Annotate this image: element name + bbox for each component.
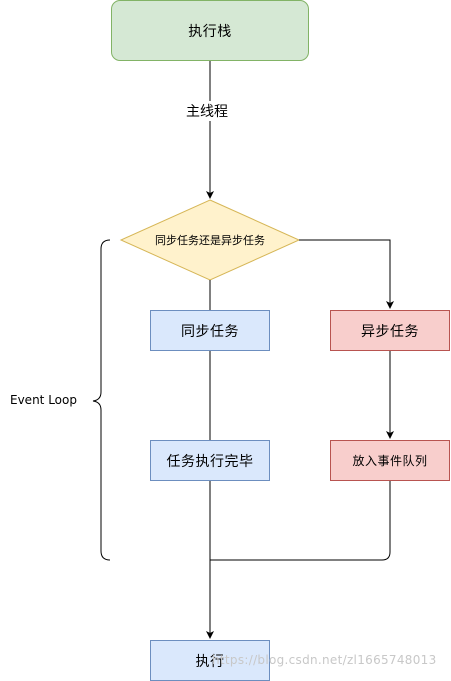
event-loop-label: Event Loop <box>10 393 77 407</box>
decision-label: 同步任务还是异步任务 <box>121 230 299 250</box>
enqueue-label: 放入事件队列 <box>352 454 428 468</box>
task-done-label: 任务执行完毕 <box>166 453 254 470</box>
task-done-box: 任务执行完毕 <box>150 440 270 481</box>
execute-box: 执行 <box>150 640 270 681</box>
call-stack-label: 执行栈 <box>188 23 232 40</box>
event-loop-brace <box>92 239 111 561</box>
decision-text: 同步任务还是异步任务 <box>155 234 265 247</box>
async-task-label: 异步任务 <box>361 323 419 340</box>
execute-label: 执行 <box>195 653 225 670</box>
async-task-box: 异步任务 <box>330 310 450 351</box>
enqueue-box: 放入事件队列 <box>330 440 450 481</box>
watermark-text: https://blog.csdn.net/zl1665748013 <box>212 653 437 667</box>
main-thread-label: 主线程 <box>184 101 230 121</box>
sync-task-box: 同步任务 <box>150 310 270 351</box>
call-stack-box: 执行栈 <box>111 0 309 61</box>
arrow-decision-to-async <box>299 239 394 309</box>
sync-task-label: 同步任务 <box>181 323 239 340</box>
line-queue-to-main <box>210 481 391 561</box>
